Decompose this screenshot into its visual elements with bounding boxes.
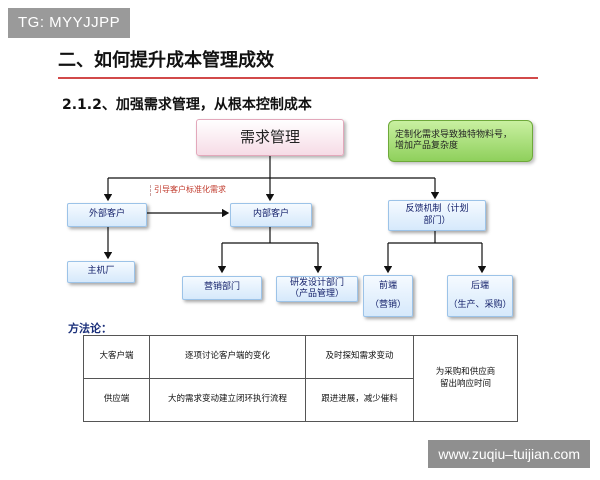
section-subtitle: 2.1.2、加强需求管理，从根本控制成本	[62, 97, 312, 113]
node-rnd-line1: 研发设计部门	[289, 277, 344, 288]
watermark-bottom-right: www.zuqiu–tuijian.com	[428, 440, 590, 468]
note-customization: 定制化需求导致独特物料号， 增加产品复杂度	[388, 120, 533, 162]
node-marketing-label: 营销部门	[203, 282, 240, 293]
node-demand-management-label: 需求管理	[239, 128, 300, 147]
merged-line2: 留出响应时间	[439, 378, 491, 389]
table-cell-response: 及时探知需求变动	[305, 335, 414, 379]
table-cell-response: 跟进进展，减少催料	[305, 378, 414, 422]
node-backend: 后端 （生产、采购）	[447, 275, 513, 317]
table-cell-merged: 为采购和供应商 留出响应时间	[413, 335, 518, 422]
table-cell-name: 大客户端	[83, 335, 150, 379]
table-cell-action: 大的需求变动建立闭环执行流程	[149, 378, 306, 422]
node-external-customer: 外部客户	[67, 203, 147, 227]
node-frontend: 前端 （营销）	[363, 275, 413, 317]
node-frontend-line2: （营销）	[369, 300, 406, 310]
node-external-customer-label: 外部客户	[88, 209, 125, 220]
node-feedback-line2: 部门）	[423, 215, 451, 226]
methodology-label: 方法论：	[68, 322, 112, 335]
table-row: 供应端 大的需求变动建立闭环执行流程 跟进进展，减少催料	[83, 378, 518, 422]
node-oem-label: 主机厂	[87, 266, 115, 277]
node-demand-management: 需求管理	[196, 119, 344, 156]
guide-standardization-note: 引导客户标准化需求	[150, 185, 236, 196]
note-customization-line1: 定制化需求导致独特物料号，	[395, 129, 513, 140]
node-internal-customer: 内部客户	[230, 203, 312, 227]
node-internal-customer-label: 内部客户	[252, 209, 289, 220]
table-cell-name: 供应端	[83, 378, 150, 422]
node-backend-line2: （生产、采购）	[448, 300, 512, 310]
node-feedback-line1: 反馈机制（计划	[405, 204, 469, 215]
merged-line1: 为采购和供应商	[435, 367, 496, 378]
node-feedback-mechanism: 反馈机制（计划 部门）	[388, 200, 486, 231]
page-title: 二、如何提升成本管理成效	[58, 50, 274, 71]
node-marketing: 营销部门	[182, 276, 262, 300]
node-frontend-line1: 前端	[378, 280, 397, 291]
table-cell-action: 逐项讨论客户端的变化	[149, 335, 306, 379]
methodology-table: 大客户端 逐项讨论客户端的变化 及时探知需求变动 为采购和供应商 留出响应时间 …	[83, 335, 518, 422]
table-row: 大客户端 逐项讨论客户端的变化 及时探知需求变动 为采购和供应商 留出响应时间	[83, 335, 518, 422]
node-backend-line1: 后端	[470, 280, 489, 291]
title-divider	[58, 77, 538, 79]
node-rnd: 研发设计部门 （产品管理）	[276, 276, 358, 302]
node-oem: 主机厂	[67, 261, 135, 283]
watermark-top-left: TG: MYYJJPP	[8, 8, 131, 38]
node-rnd-line2: （产品管理）	[289, 289, 344, 299]
note-customization-line2: 增加产品复杂度	[395, 141, 459, 151]
